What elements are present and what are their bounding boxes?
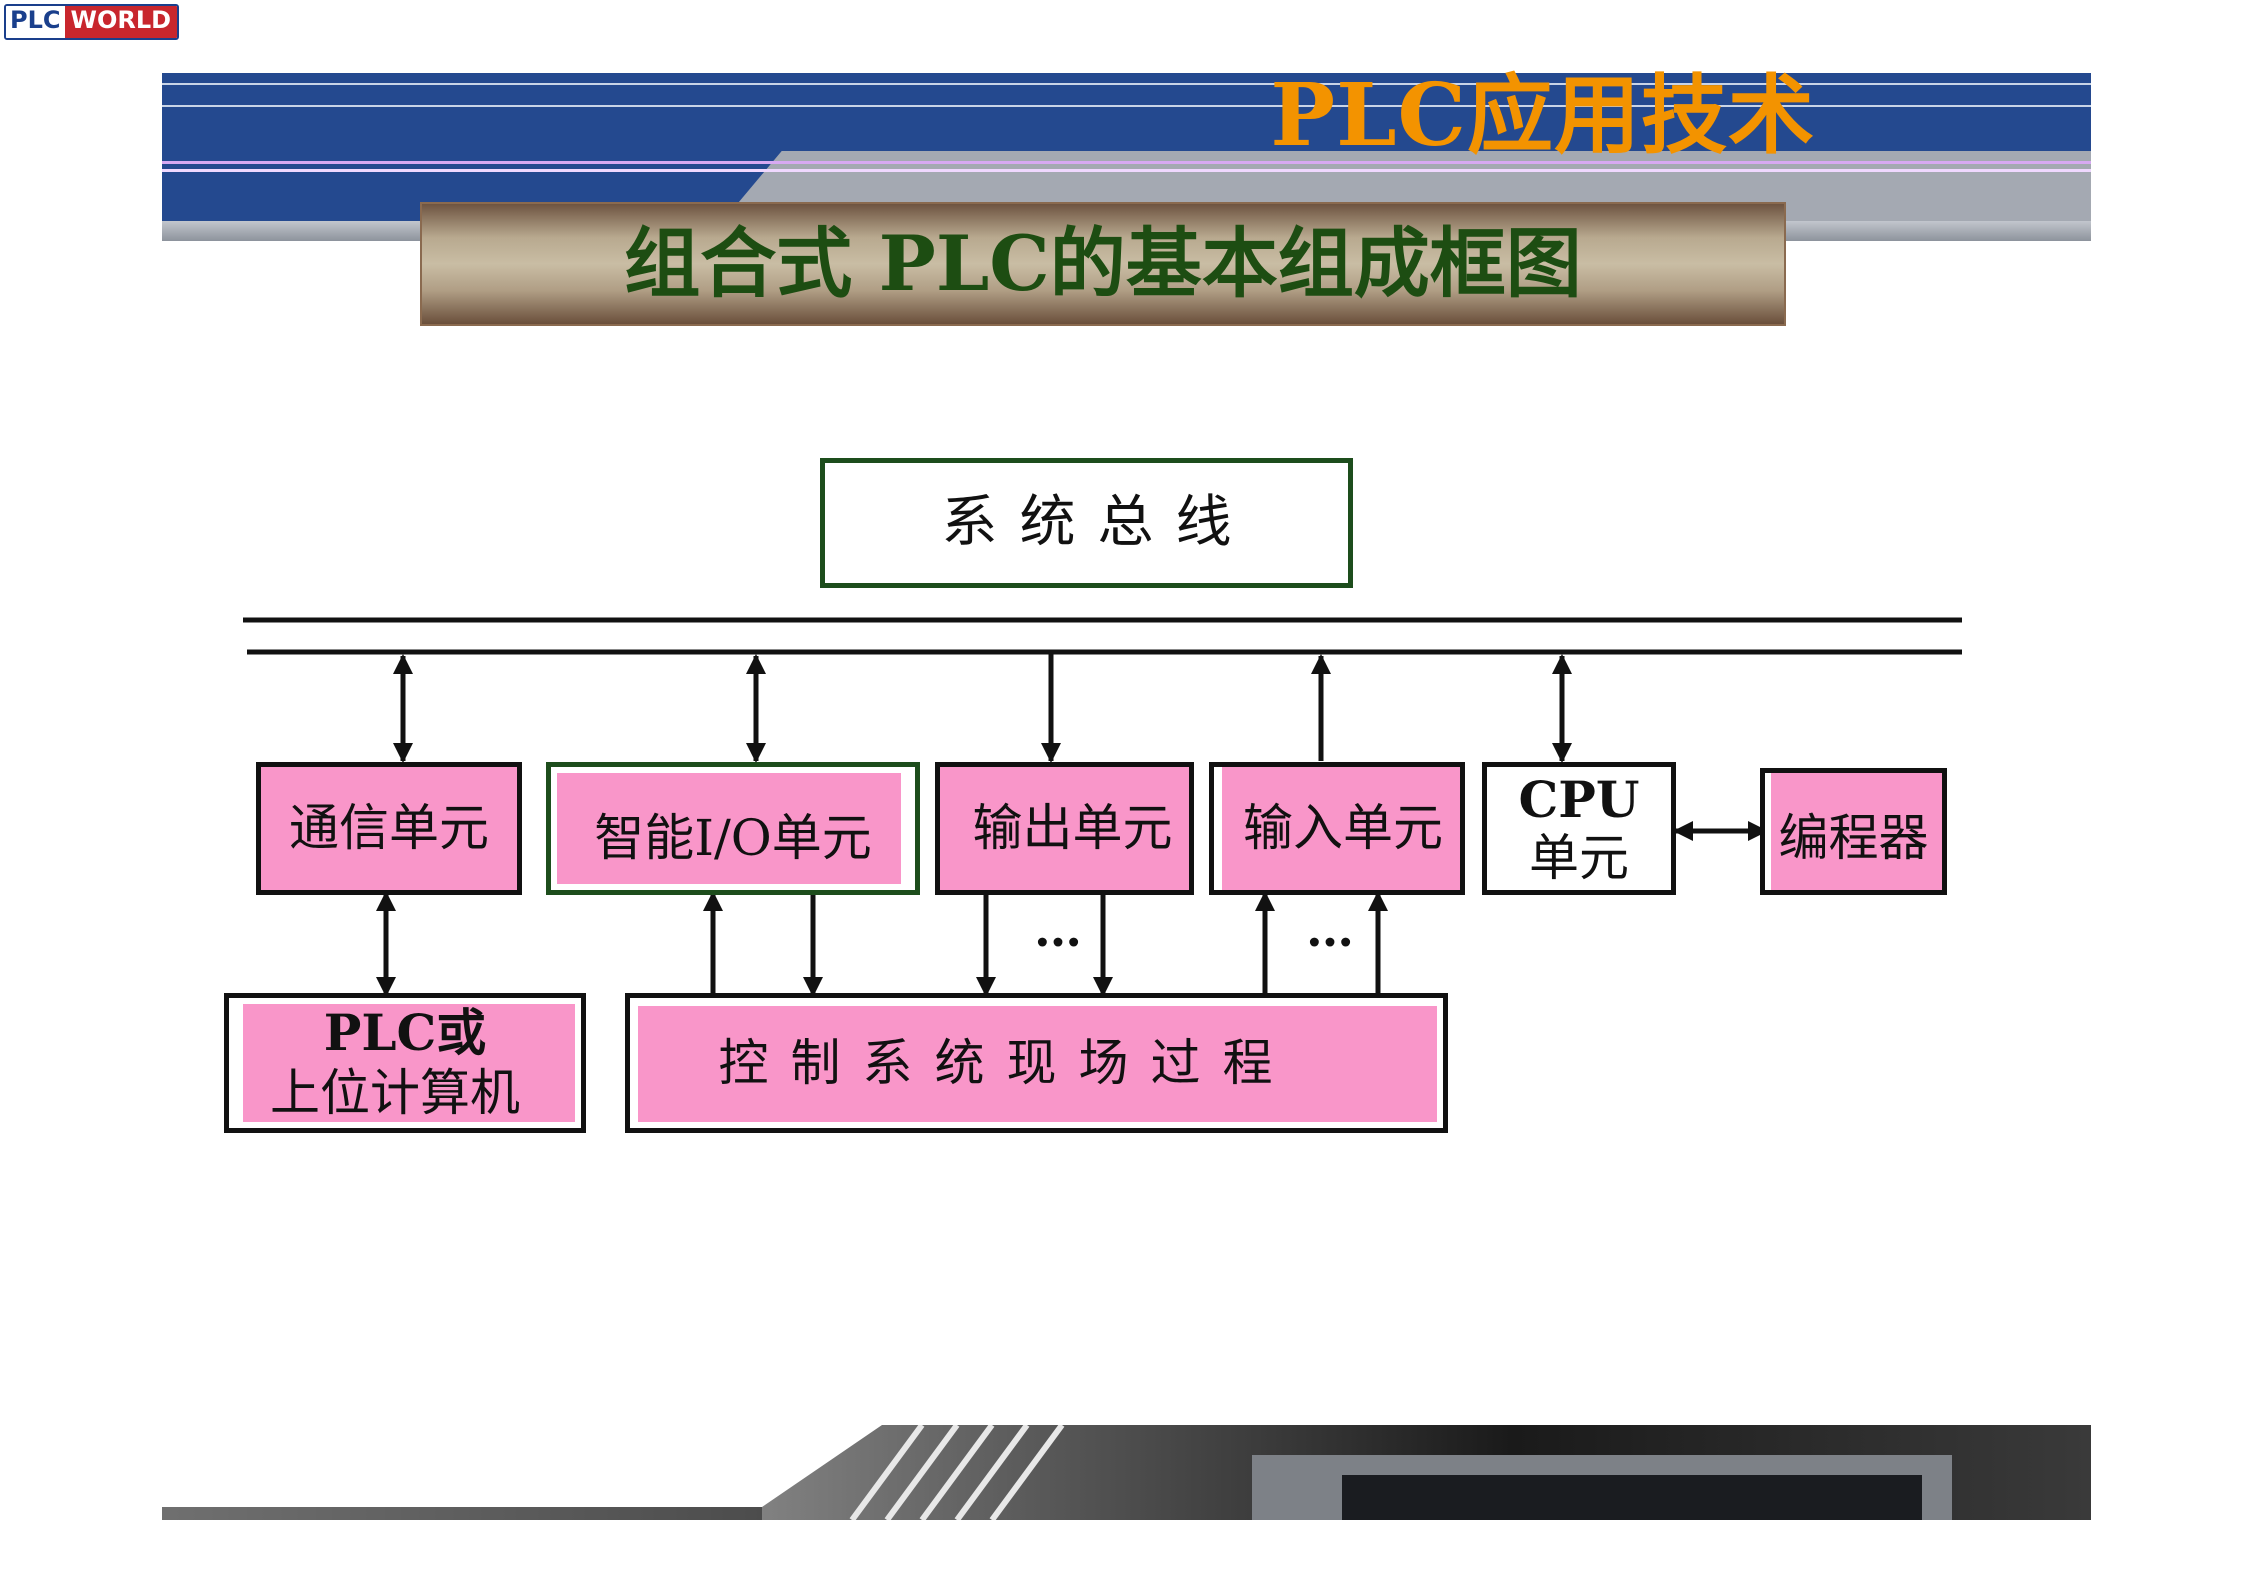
logo-part-world: WORLD [64, 6, 178, 38]
output-unit: 输出单元 [935, 762, 1194, 895]
communication-unit-label: 通信单元 [289, 799, 489, 857]
field-process-box: 控制系统现场过程 [625, 993, 1448, 1133]
host-computer-box: PLC或 上位计算机 [224, 993, 586, 1133]
footer-decoration [162, 1425, 2091, 1520]
plcworld-logo: PLC WORLD [4, 4, 180, 40]
host-computer-label-line2: 上位计算机 [270, 1064, 520, 1122]
system-bus-label: 系统总线 [941, 490, 1254, 555]
smart-io-unit-label: 智能I/O单元 [594, 809, 872, 867]
communication-unit: 通信单元 [256, 762, 522, 895]
host-computer-label-line1: PLC或 [323, 1003, 487, 1062]
app-title: PLC应用技术 [1270, 65, 1815, 166]
cpu-unit-label-line2: 单元 [1529, 829, 1629, 887]
output-ellipsis: … [1034, 902, 1082, 958]
input-ellipsis: … [1306, 902, 1354, 958]
programmer-unit: 编程器 [1760, 768, 1947, 895]
programmer-unit-label: 编程器 [1778, 809, 1929, 867]
logo-part-plc: PLC [6, 6, 65, 38]
cpu-unit: CPU 单元 [1482, 762, 1676, 895]
cpu-unit-label-line1: CPU [1518, 770, 1640, 829]
slide-title: 组合式 PLC的基本组成框图 [624, 219, 1582, 308]
input-unit: 输入单元 [1209, 762, 1465, 895]
system-bus-label-box: 系统总线 [820, 458, 1353, 588]
output-unit-label: 输出单元 [972, 799, 1173, 857]
slide-title-box: 组合式 PLC的基本组成框图 [420, 202, 1786, 326]
input-unit-label: 输入单元 [1243, 799, 1443, 857]
field-process-label: 控制系统现场过程 [718, 1034, 1295, 1092]
smart-io-unit: 智能I/O单元 [546, 762, 920, 895]
